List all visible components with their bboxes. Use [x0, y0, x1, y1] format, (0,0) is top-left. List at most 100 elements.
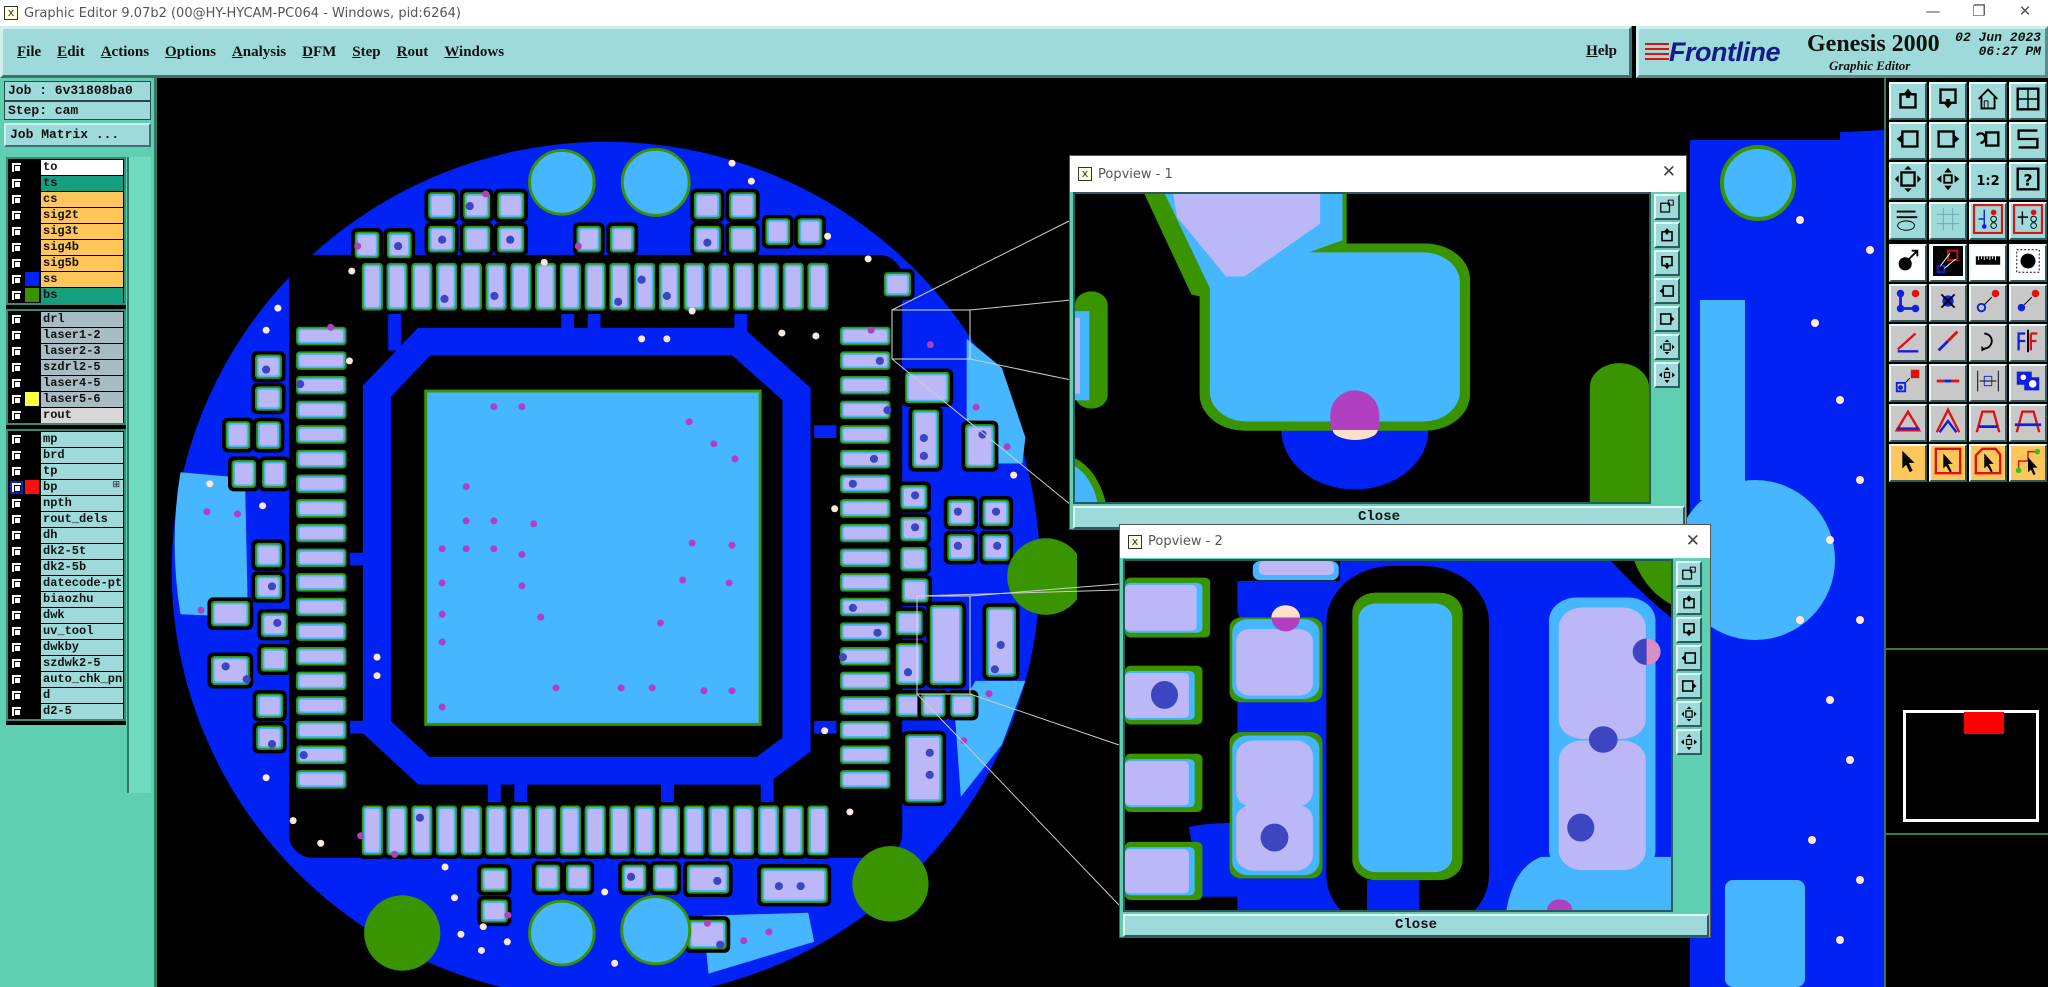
layer-color-swatch[interactable] [25, 624, 39, 638]
layer-row-laser5-6[interactable]: laser5-6 [8, 391, 124, 407]
measure-button[interactable] [1929, 244, 1967, 282]
layer-checkbox[interactable] [10, 288, 23, 302]
layer-row-dk2-5t[interactable]: dk2-5t [8, 543, 124, 559]
layer-name[interactable]: uv_tool [41, 623, 123, 639]
layer-row-bs[interactable]: bs [8, 287, 124, 303]
close-button[interactable]: ✕ [2018, 2, 2032, 20]
layer-name[interactable]: npth [41, 495, 123, 511]
menu-options[interactable]: Options [165, 43, 216, 60]
layer-checkbox[interactable] [10, 544, 23, 558]
layer-checkbox[interactable] [10, 512, 23, 526]
maximize-button[interactable]: ❐ [1972, 2, 1986, 20]
layer-row-rout_dels[interactable]: rout_dels [8, 511, 124, 527]
layer-color-swatch[interactable] [25, 392, 39, 406]
layer-name[interactable]: laser4-5 [41, 375, 123, 391]
copy-pad-button[interactable] [2009, 284, 2047, 322]
layer-name[interactable]: dwkby [41, 639, 123, 655]
select-poly-button[interactable] [1969, 444, 2007, 482]
layer-color-swatch[interactable] [25, 376, 39, 390]
delete-pad-button[interactable] [1929, 284, 1967, 322]
zoom-center-button[interactable] [1929, 162, 1967, 200]
layer-checkbox[interactable] [10, 344, 23, 358]
layer-name[interactable]: dk2-5t [41, 543, 123, 559]
layer-checkbox[interactable] [10, 312, 23, 326]
layer-checkbox[interactable] [10, 208, 23, 222]
job-matrix-button[interactable]: Job Matrix ... [4, 123, 151, 147]
layer-name[interactable]: sig2t [41, 207, 123, 223]
layer-name[interactable]: dk2-5b [41, 559, 123, 575]
menu-edit[interactable]: Edit [57, 43, 85, 60]
layer-name[interactable]: ts [41, 175, 123, 191]
arc-up-button[interactable] [1969, 404, 2007, 442]
layer-row-dh[interactable]: dh [8, 527, 124, 543]
layer-checkbox[interactable] [10, 176, 23, 190]
layer-color-swatch[interactable] [25, 560, 39, 574]
layer-color-swatch[interactable] [25, 208, 39, 222]
layer-color-swatch[interactable] [25, 592, 39, 606]
pan-left-button[interactable] [1654, 278, 1680, 304]
layer-color-swatch[interactable] [25, 448, 39, 462]
layer-row-sig4b[interactable]: sig4b [8, 239, 124, 255]
layer-color-swatch[interactable] [25, 288, 39, 302]
layer-checkbox[interactable] [10, 608, 23, 622]
layer-checkbox[interactable] [10, 560, 23, 574]
surface-button[interactable] [2009, 364, 2047, 402]
layer-checkbox[interactable] [10, 656, 23, 670]
layer-row-drl[interactable]: drl [8, 311, 124, 327]
layer-row-to[interactable]: to [8, 159, 124, 175]
layer-row-laser4-5[interactable]: laser4-5 [8, 375, 124, 391]
layer-color-swatch[interactable] [25, 160, 39, 174]
layer-checkbox[interactable] [10, 592, 23, 606]
arc-cross-button[interactable] [2009, 404, 2047, 442]
zoom-out-button[interactable] [1676, 729, 1702, 755]
layer-color-swatch[interactable] [25, 496, 39, 510]
layer-checkbox[interactable] [10, 432, 23, 446]
layer-row-dwkby[interactable]: dwkby [8, 639, 124, 655]
net-highlight-button[interactable] [1969, 202, 2007, 240]
layer-row-brd[interactable]: brd [8, 447, 124, 463]
layer-color-swatch[interactable] [25, 344, 39, 358]
layer-color-swatch[interactable] [25, 312, 39, 326]
select-arrow-button[interactable] [1889, 444, 1927, 482]
layer-checkbox[interactable] [10, 360, 23, 374]
menu-help[interactable]: Help [1586, 43, 1617, 59]
line-button[interactable] [1929, 324, 1967, 362]
layer-color-swatch[interactable] [25, 240, 39, 254]
layer-row-sig2t[interactable]: sig2t [8, 207, 124, 223]
layer-color-swatch[interactable] [25, 464, 39, 478]
scale-button[interactable]: 1:2 [1969, 162, 2007, 200]
layer-row-ts[interactable]: ts [8, 175, 124, 191]
layer-color-swatch[interactable] [25, 688, 39, 702]
feature-info-button[interactable] [1889, 244, 1927, 282]
overview-map[interactable] [1886, 648, 2048, 835]
pan-left-button[interactable] [1676, 645, 1702, 671]
layer-color-swatch[interactable] [25, 328, 39, 342]
layer-color-swatch[interactable] [25, 256, 39, 270]
layer-color-swatch[interactable] [25, 432, 39, 446]
layer-name[interactable]: szdrl2-5 [41, 359, 123, 375]
move-pad-button[interactable] [1969, 284, 2007, 322]
layer-checkbox[interactable] [10, 528, 23, 542]
layer-down-button[interactable] [1676, 617, 1702, 643]
layer-checkbox[interactable] [10, 704, 23, 718]
angle-line-button[interactable] [1889, 324, 1927, 362]
menu-dfm[interactable]: DFM [302, 43, 337, 60]
help-button[interactable]: ? [2009, 162, 2047, 200]
width-button[interactable] [1969, 364, 2007, 402]
redraw-button[interactable] [2009, 122, 2047, 160]
move-feature-button[interactable] [1889, 364, 1927, 402]
layer-color-swatch[interactable] [25, 576, 39, 590]
menu-windows[interactable]: Windows [444, 43, 505, 60]
layer-name[interactable]: ss [41, 271, 123, 287]
layer-row-d2-5[interactable]: d2-5 [8, 703, 124, 719]
layer-row-sig3t[interactable]: sig3t [8, 223, 124, 239]
layer-name[interactable]: rout [41, 407, 123, 423]
layer-name[interactable]: to [41, 159, 123, 175]
layer-name[interactable]: dh [41, 527, 123, 543]
layer-row-tp[interactable]: tp [8, 463, 124, 479]
layer-checkbox[interactable] [10, 576, 23, 590]
layer-checkbox[interactable] [10, 224, 23, 238]
layer-checkbox[interactable] [10, 408, 23, 422]
layer-list-scrollbar[interactable] [127, 157, 151, 793]
layer-checkbox[interactable] [10, 624, 23, 638]
